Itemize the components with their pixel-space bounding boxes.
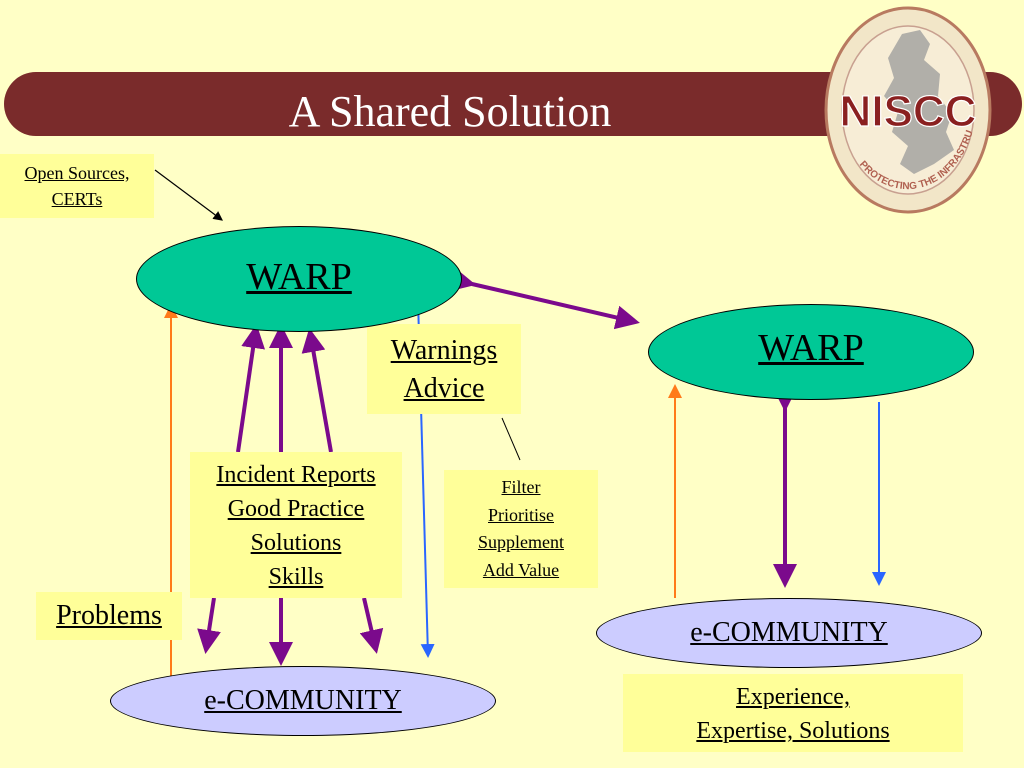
community-node-right: e-COMMUNITY (596, 598, 982, 668)
warnings-box: Warnings Advice (367, 324, 521, 414)
experience-line-2: Expertise, Solutions (696, 718, 890, 744)
warp-node-right: WARP (648, 304, 974, 400)
community-node-left: e-COMMUNITY (110, 666, 496, 736)
niscc-logo: NISCC PROTECTING THE INFRASTRUCTURE (822, 4, 992, 214)
uk-map-icon (884, 30, 954, 174)
purple-arrow-up-1 (236, 324, 266, 453)
warnings-line-1: Warnings (390, 335, 498, 366)
reports-line-1: Incident Reports (216, 462, 376, 488)
sources-line-1: Open Sources, (24, 163, 130, 183)
sources-pointer-arrow (154, 169, 223, 221)
filter-line-2: Prioritise (488, 504, 554, 525)
reports-line-3: Solutions (250, 530, 342, 556)
reports-box: Incident Reports Good Practice Solutions… (190, 452, 402, 598)
filter-line-1: Filter (501, 477, 541, 497)
reports-line-4: Skills (268, 564, 324, 590)
filter-line-3: Supplement (478, 532, 564, 552)
experience-box: Experience, Expertise, Solutions (623, 674, 963, 752)
filter-line-4: Add Value (482, 559, 560, 580)
warp-node-left: WARP (136, 226, 462, 332)
sources-box: Open Sources, CERTs (0, 154, 154, 218)
problems-box: Problems (36, 592, 182, 640)
filter-box: Filter Prioritise Supplement Add Value (444, 470, 598, 588)
purple-arrow-down-3 (359, 597, 384, 654)
warnings-line-2: Advice (403, 373, 485, 404)
warp-link-arrow (449, 267, 640, 330)
logo-wordmark: NISCC (840, 87, 977, 136)
purple-arrow-up-3 (301, 328, 333, 453)
experience-line-1: Experience, (736, 684, 850, 710)
slide-title: A Shared Solution (288, 87, 612, 136)
purple-arrow-down-1 (197, 597, 221, 654)
reports-line-2: Good Practice (227, 496, 365, 522)
sources-line-2: CERTs (51, 189, 103, 209)
filter-pointer-line (501, 417, 521, 461)
